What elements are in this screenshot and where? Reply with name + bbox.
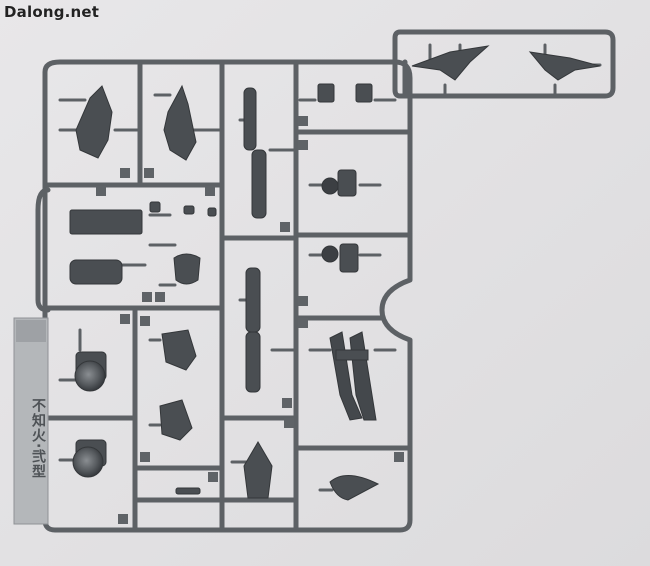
sprue-parts [69,45,601,501]
runner-tag-text: 不知火·弐型 [30,398,46,480]
watermark: Dalong.net [4,3,100,21]
sprue-frame [35,29,616,533]
runner-tag [13,317,49,525]
part-number-labels [96,116,404,524]
